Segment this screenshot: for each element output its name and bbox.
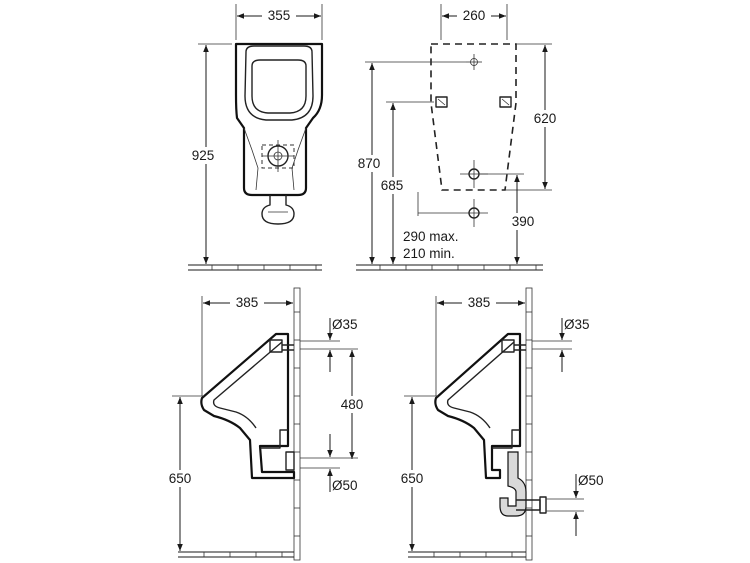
front-urinal-body	[234, 42, 324, 225]
right-rim-height-dimension: 650	[394, 395, 438, 551]
right-rim-height-label: 650	[401, 471, 424, 486]
left-depth-label: 385	[236, 295, 259, 310]
left-inlet-diameter-dimension: Ø35	[300, 317, 358, 372]
front-view: 355 925	[186, 4, 324, 271]
rear-bracket-height-dimension: 620	[505, 43, 563, 191]
right-depth-dimension: 385	[435, 294, 525, 396]
left-inlet-diameter-label: Ø35	[332, 317, 358, 332]
rear-center-height-label: 685	[381, 178, 404, 193]
rear-view-floor	[356, 264, 543, 271]
right-outlet-diameter-dimension: Ø50	[546, 473, 604, 536]
rear-bracket-height-label: 620	[534, 111, 557, 126]
right-urinal-body	[434, 332, 526, 480]
side-view-left: 385 Ø35 480 Ø50 650	[162, 287, 370, 561]
front-width-label: 355	[268, 8, 291, 23]
front-width-dimension: 355	[235, 4, 323, 40]
right-floor	[408, 551, 526, 558]
rear-view: 260 870 685 620 390	[352, 4, 563, 271]
rear-width-label: 260	[463, 8, 486, 23]
rear-urinal-outline	[430, 43, 517, 191]
left-rim-height-label: 650	[169, 471, 192, 486]
rear-outlet-mark	[460, 160, 488, 227]
left-wall	[293, 287, 301, 561]
right-outlet-diameter-label: Ø50	[578, 473, 604, 488]
rear-center-height-dimension: 685	[374, 101, 434, 264]
rear-width-dimension: 260	[440, 4, 508, 40]
rear-inlet-mark	[466, 54, 482, 70]
front-height-dimension: 925	[186, 43, 232, 264]
left-urinal-body	[200, 332, 296, 480]
left-outlet-diameter-label: Ø50	[332, 478, 358, 493]
left-depth-dimension: 385	[201, 294, 293, 396]
left-inlet-outlet-label: 480	[341, 397, 364, 412]
rear-outlet-height-label: 390	[512, 214, 535, 229]
rear-wall-brackets	[435, 96, 512, 108]
rear-overall-height-dimension: 870	[352, 61, 466, 264]
left-inlet-outlet-dimension: 480	[334, 350, 370, 459]
left-outlet-diameter-dimension: Ø50	[300, 434, 358, 493]
rear-outlet-height-dimension: 390	[480, 173, 540, 264]
right-inlet-diameter-label: Ø35	[564, 317, 590, 332]
right-depth-label: 385	[468, 295, 491, 310]
front-view-floor	[188, 264, 322, 271]
rear-drain-range: 290 max. 210 min.	[403, 192, 460, 261]
right-wall	[525, 287, 533, 561]
left-floor	[178, 551, 294, 558]
right-s-trap	[499, 451, 547, 517]
right-inlet-diameter-dimension: Ø35	[532, 317, 590, 372]
left-rim-height-dimension: 650	[162, 395, 204, 551]
front-height-label: 925	[192, 148, 215, 163]
rear-overall-height-label: 870	[358, 156, 381, 171]
rear-min-label: 210 min.	[403, 246, 455, 261]
side-view-right: 385 Ø35 Ø50 650	[394, 287, 604, 561]
rear-max-label: 290 max.	[403, 229, 459, 244]
